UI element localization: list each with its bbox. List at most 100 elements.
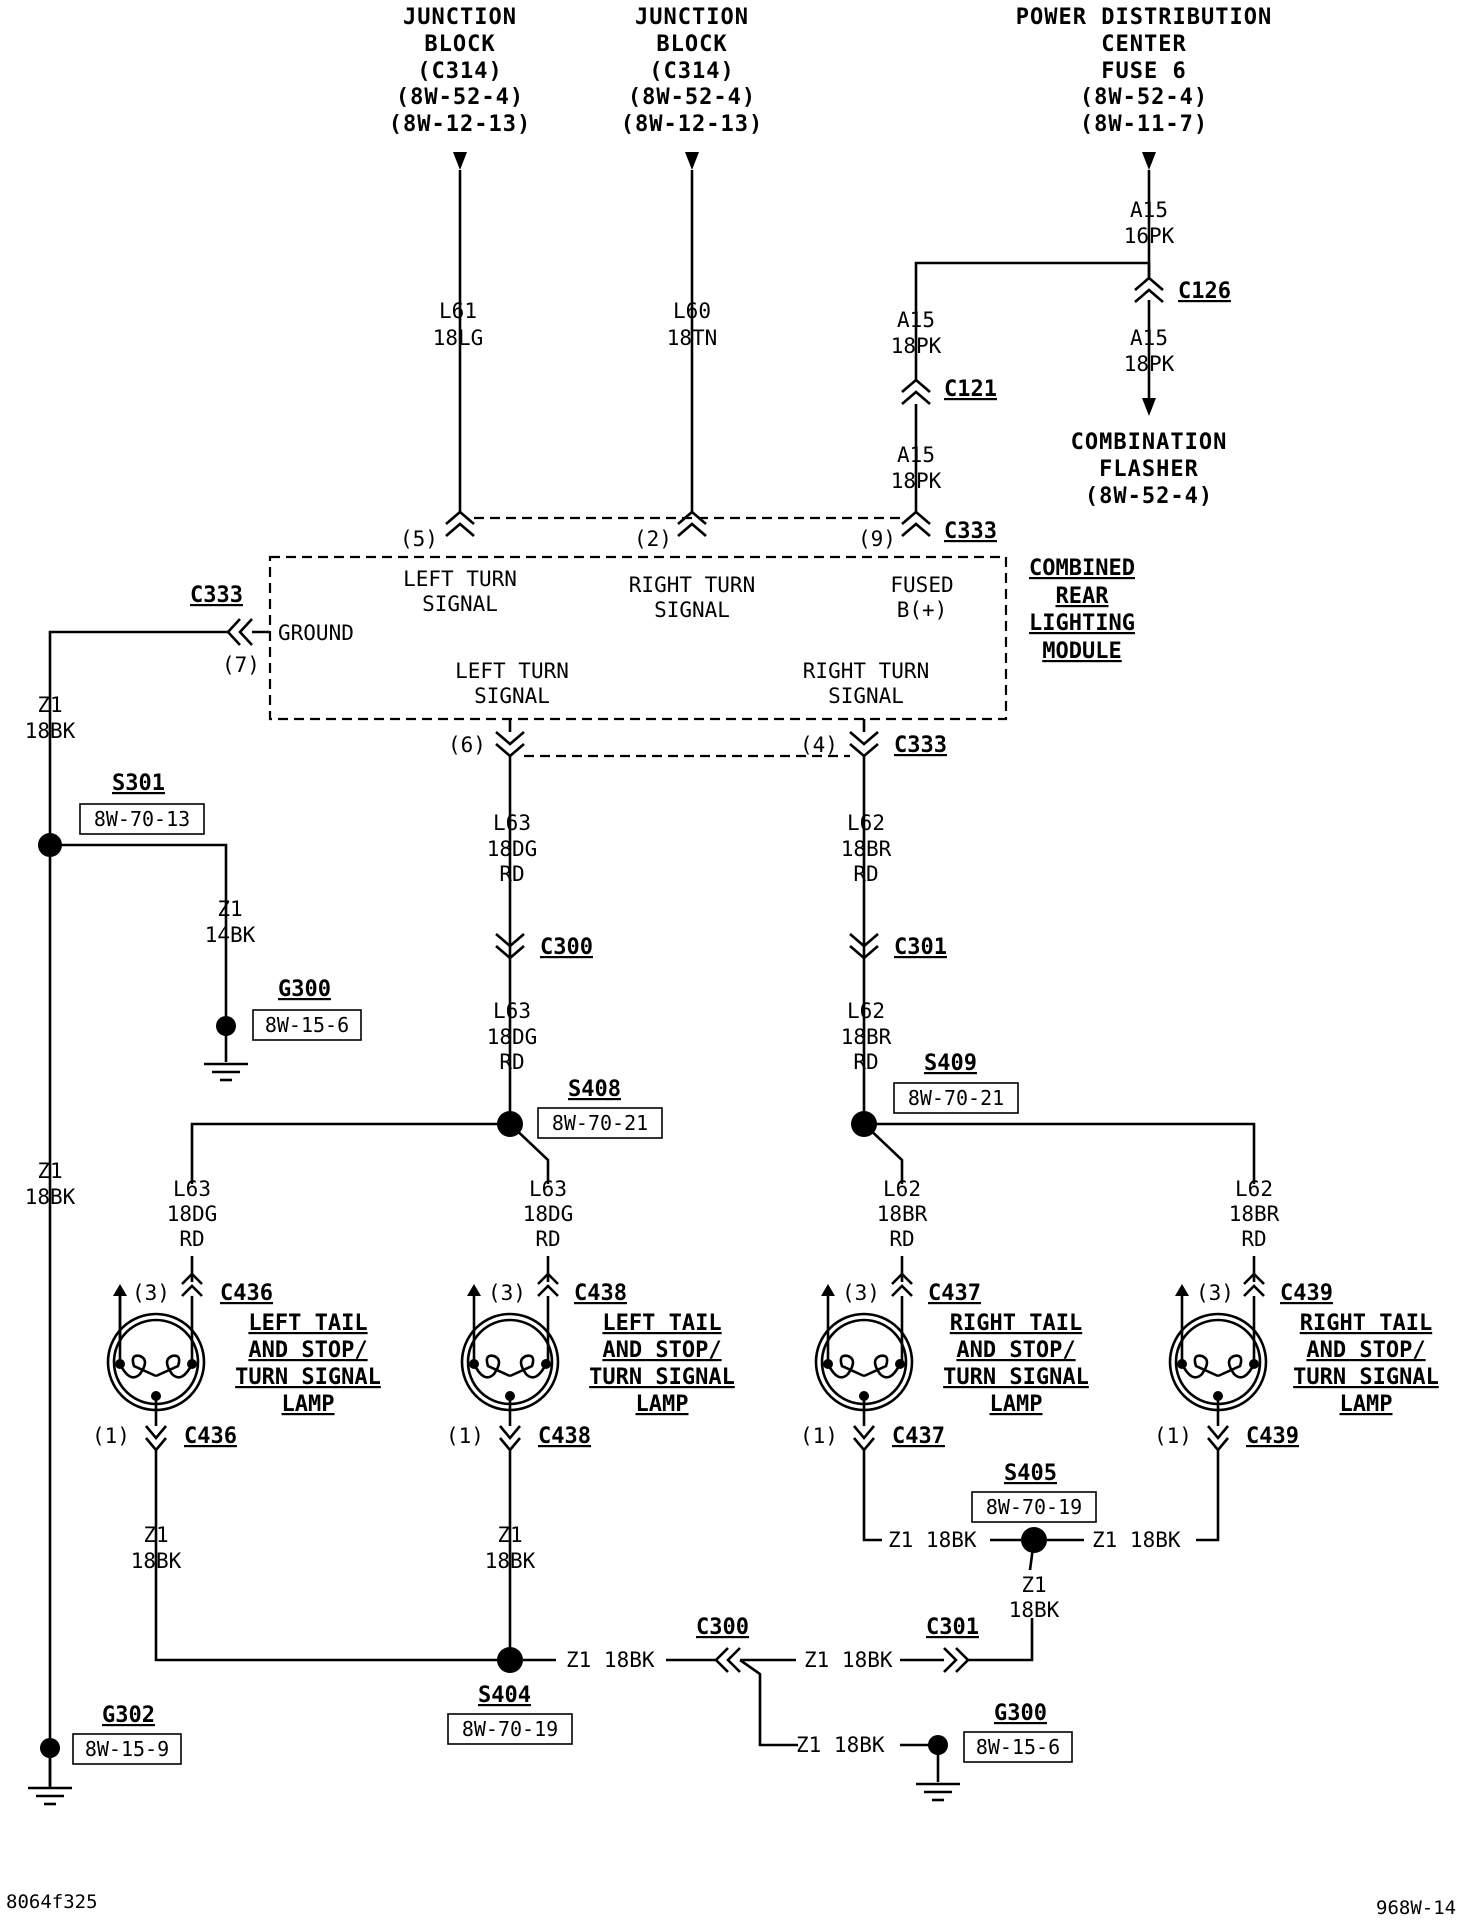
wire-l63-right-branch — [509, 1123, 550, 1184]
splice-s408-ref-box — [537, 1107, 663, 1139]
splice-s404-ref-box — [447, 1713, 573, 1745]
svg-text:Z1: Z1 — [217, 897, 242, 921]
arrow-down-icon — [1142, 152, 1156, 170]
ground-g300-bottom-ref-box — [963, 1731, 1073, 1763]
ground-g302-ref: 8W-15-9 — [85, 1737, 169, 1761]
splice-s405-ref-box — [971, 1491, 1097, 1523]
svg-text:RD: RD — [499, 1050, 524, 1074]
module-name-label: COMBINED REAR LIGHTING MODULE — [1029, 556, 1135, 664]
pin-5: (5) — [400, 527, 438, 551]
connector-c301-symbol — [849, 933, 879, 960]
pin-2: (2) — [634, 527, 672, 551]
wire-label-a15-16pk: A15 16PK — [1124, 198, 1175, 248]
svg-text:JUNCTION: JUNCTION — [403, 5, 517, 30]
svg-text:(8W-52-4): (8W-52-4) — [628, 85, 756, 110]
lamp-left-inner: (3) C438 (1) C438 — [446, 1256, 627, 1453]
svg-text:RD: RD — [1241, 1227, 1266, 1251]
svg-text:18DG: 18DG — [167, 1202, 218, 1226]
wire-label-z1-c301: Z1 18BK — [804, 1648, 893, 1672]
svg-text:CENTER: CENTER — [1101, 32, 1186, 57]
splice-s408-ref: 8W-70-21 — [552, 1111, 648, 1135]
module-in-left: LEFT TURN SIGNAL — [403, 567, 517, 616]
wire-label-l60: L60 18TN — [667, 299, 718, 350]
svg-text:(3): (3) — [1196, 1281, 1234, 1305]
wire-label-z1-s404-right: Z1 18BK — [566, 1648, 655, 1672]
splice-s409-ref: 8W-70-21 — [908, 1086, 1004, 1110]
svg-text:C438: C438 — [538, 1424, 591, 1449]
svg-text:LIGHTING: LIGHTING — [1029, 611, 1135, 636]
svg-text:AND STOP/: AND STOP/ — [602, 1338, 721, 1363]
svg-text:MODULE: MODULE — [1042, 639, 1121, 664]
svg-text:L63: L63 — [173, 1177, 211, 1201]
connector-c126-label: C126 — [1178, 279, 1231, 304]
wire-label-l63-d: L63 18DG RD — [523, 1177, 574, 1251]
svg-text:LEFT TAIL: LEFT TAIL — [602, 1311, 721, 1336]
svg-text:AND STOP/: AND STOP/ — [1306, 1338, 1425, 1363]
connector-c301-bottom-symbol — [943, 1647, 970, 1673]
svg-text:A15: A15 — [1130, 326, 1168, 350]
svg-text:Z1: Z1 — [497, 1523, 522, 1547]
splice-s404-ref: 8W-70-19 — [462, 1717, 558, 1741]
svg-text:L63: L63 — [529, 1177, 567, 1201]
combined-rear-lighting-module-box — [268, 555, 1008, 721]
pin-4: (4) — [800, 733, 838, 757]
splice-s404-dot — [497, 1647, 523, 1673]
splice-s409-name: S409 — [924, 1051, 977, 1076]
svg-text:Z1: Z1 — [143, 1523, 168, 1547]
svg-text:C436: C436 — [184, 1424, 237, 1449]
svg-text:A15: A15 — [897, 308, 935, 332]
lamp-right-inner: (3) C437 (1) C437 — [800, 1256, 981, 1453]
svg-text:A15: A15 — [897, 443, 935, 467]
svg-text:TURN SIGNAL: TURN SIGNAL — [235, 1365, 381, 1390]
svg-text:L62: L62 — [1235, 1177, 1273, 1201]
connector-c121-symbol — [901, 378, 931, 405]
svg-text:(8W-52-4): (8W-52-4) — [396, 85, 524, 110]
ground-g300-top-name: G300 — [278, 977, 331, 1002]
svg-text:RIGHT TAIL: RIGHT TAIL — [950, 1311, 1082, 1336]
combination-flasher-label: COMBINATION FLASHER (8W-52-4) — [1071, 430, 1227, 509]
splice-s301-ref: 8W-70-13 — [94, 807, 190, 831]
svg-text:L62: L62 — [847, 999, 885, 1023]
wire-label-z1-s405-right: Z1 18BK — [1092, 1528, 1181, 1552]
ground-g300-bottom-name: G300 — [994, 1701, 1047, 1726]
ground-symbol-icon — [204, 1026, 248, 1082]
splice-s405-name: S405 — [1004, 1461, 1057, 1486]
svg-text:Z1: Z1 — [1021, 1573, 1046, 1597]
svg-text:SIGNAL: SIGNAL — [474, 684, 550, 708]
svg-text:LEFT TURN: LEFT TURN — [403, 567, 517, 591]
svg-text:REAR: REAR — [1056, 584, 1110, 609]
wire-label-z1-s405-down: Z1 18BK — [1009, 1573, 1060, 1622]
svg-text:C439: C439 — [1280, 1281, 1333, 1306]
svg-text:18DG: 18DG — [487, 1025, 538, 1049]
wire-label-z1-lamp2: Z1 18BK — [485, 1523, 536, 1573]
wire-z1-lamp4 — [1196, 1450, 1220, 1542]
ground-symbol-icon — [916, 1745, 960, 1802]
svg-text:BLOCK: BLOCK — [424, 32, 495, 57]
svg-text:18BK: 18BK — [25, 719, 76, 743]
svg-text:LAMP: LAMP — [636, 1392, 689, 1417]
svg-text:AND STOP/: AND STOP/ — [248, 1338, 367, 1363]
wire-label-a15-18pk-a: A15 18PK — [891, 308, 942, 358]
pin-9: (9) — [858, 527, 896, 551]
wire-label-a15-18pk-c: A15 18PK — [1124, 326, 1175, 376]
svg-text:14BK: 14BK — [205, 923, 256, 947]
svg-text:L62: L62 — [883, 1177, 921, 1201]
svg-text:18TN: 18TN — [667, 326, 718, 350]
pin-7: (7) — [222, 653, 260, 677]
svg-text:16PK: 16PK — [1124, 224, 1175, 248]
ground-symbol-icon — [28, 1748, 72, 1806]
lamp-left-outer-label: LEFT TAIL AND STOP/ TURN SIGNAL LAMP — [235, 1311, 381, 1417]
module-out-right: RIGHT TURN SIGNAL — [803, 659, 929, 708]
wire-label-l62-c: L62 18BR RD — [877, 1177, 928, 1251]
ground-g300-top-ref-box — [252, 1009, 362, 1041]
wire-c300-to-g300 — [739, 1658, 798, 1747]
svg-text:AND STOP/: AND STOP/ — [956, 1338, 1075, 1363]
svg-text:TURN SIGNAL: TURN SIGNAL — [943, 1365, 1089, 1390]
module-out-left: LEFT TURN SIGNAL — [455, 659, 569, 708]
svg-text:(1): (1) — [1154, 1424, 1192, 1448]
connector-c300-label: C300 — [540, 935, 593, 960]
wire-z1-14bk — [50, 843, 228, 1022]
wire-label-z1-top: Z1 18BK — [25, 693, 76, 743]
svg-text:(8W-12-13): (8W-12-13) — [389, 112, 531, 137]
